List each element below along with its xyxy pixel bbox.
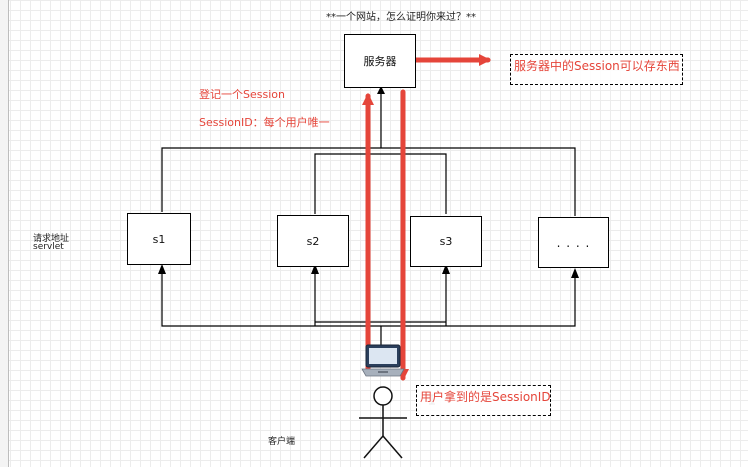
red-arrows bbox=[362, 54, 491, 381]
stick-figure-icon bbox=[359, 386, 407, 459]
lower-arrowheads bbox=[158, 264, 579, 278]
server-session-note: 服务器中的Session可以存东西 bbox=[510, 54, 683, 85]
servlet-more-node[interactable]: . . . . bbox=[538, 217, 609, 268]
server-node[interactable]: 服务器 bbox=[344, 34, 416, 88]
servlet-label: servlet bbox=[33, 242, 64, 252]
register-session-label: 登记一个Session bbox=[199, 88, 285, 101]
user-session-note: 用户拿到的是SessionID bbox=[416, 385, 551, 416]
request-address-label: 请求地址 bbox=[33, 234, 70, 244]
diagram-title: **一个网站，怎么证明你来过？** bbox=[326, 12, 476, 23]
client-label: 客户端 bbox=[268, 437, 296, 447]
servlet-s2-node[interactable]: s2 bbox=[277, 215, 349, 267]
servlet-s1-node[interactable]: s1 bbox=[127, 213, 191, 265]
session-id-label: SessionID：每个用户唯一 bbox=[199, 116, 330, 129]
servlet-s3-node[interactable]: s3 bbox=[410, 216, 482, 267]
canvas-left-rail bbox=[0, 0, 9, 467]
laptop-icon bbox=[361, 344, 405, 377]
